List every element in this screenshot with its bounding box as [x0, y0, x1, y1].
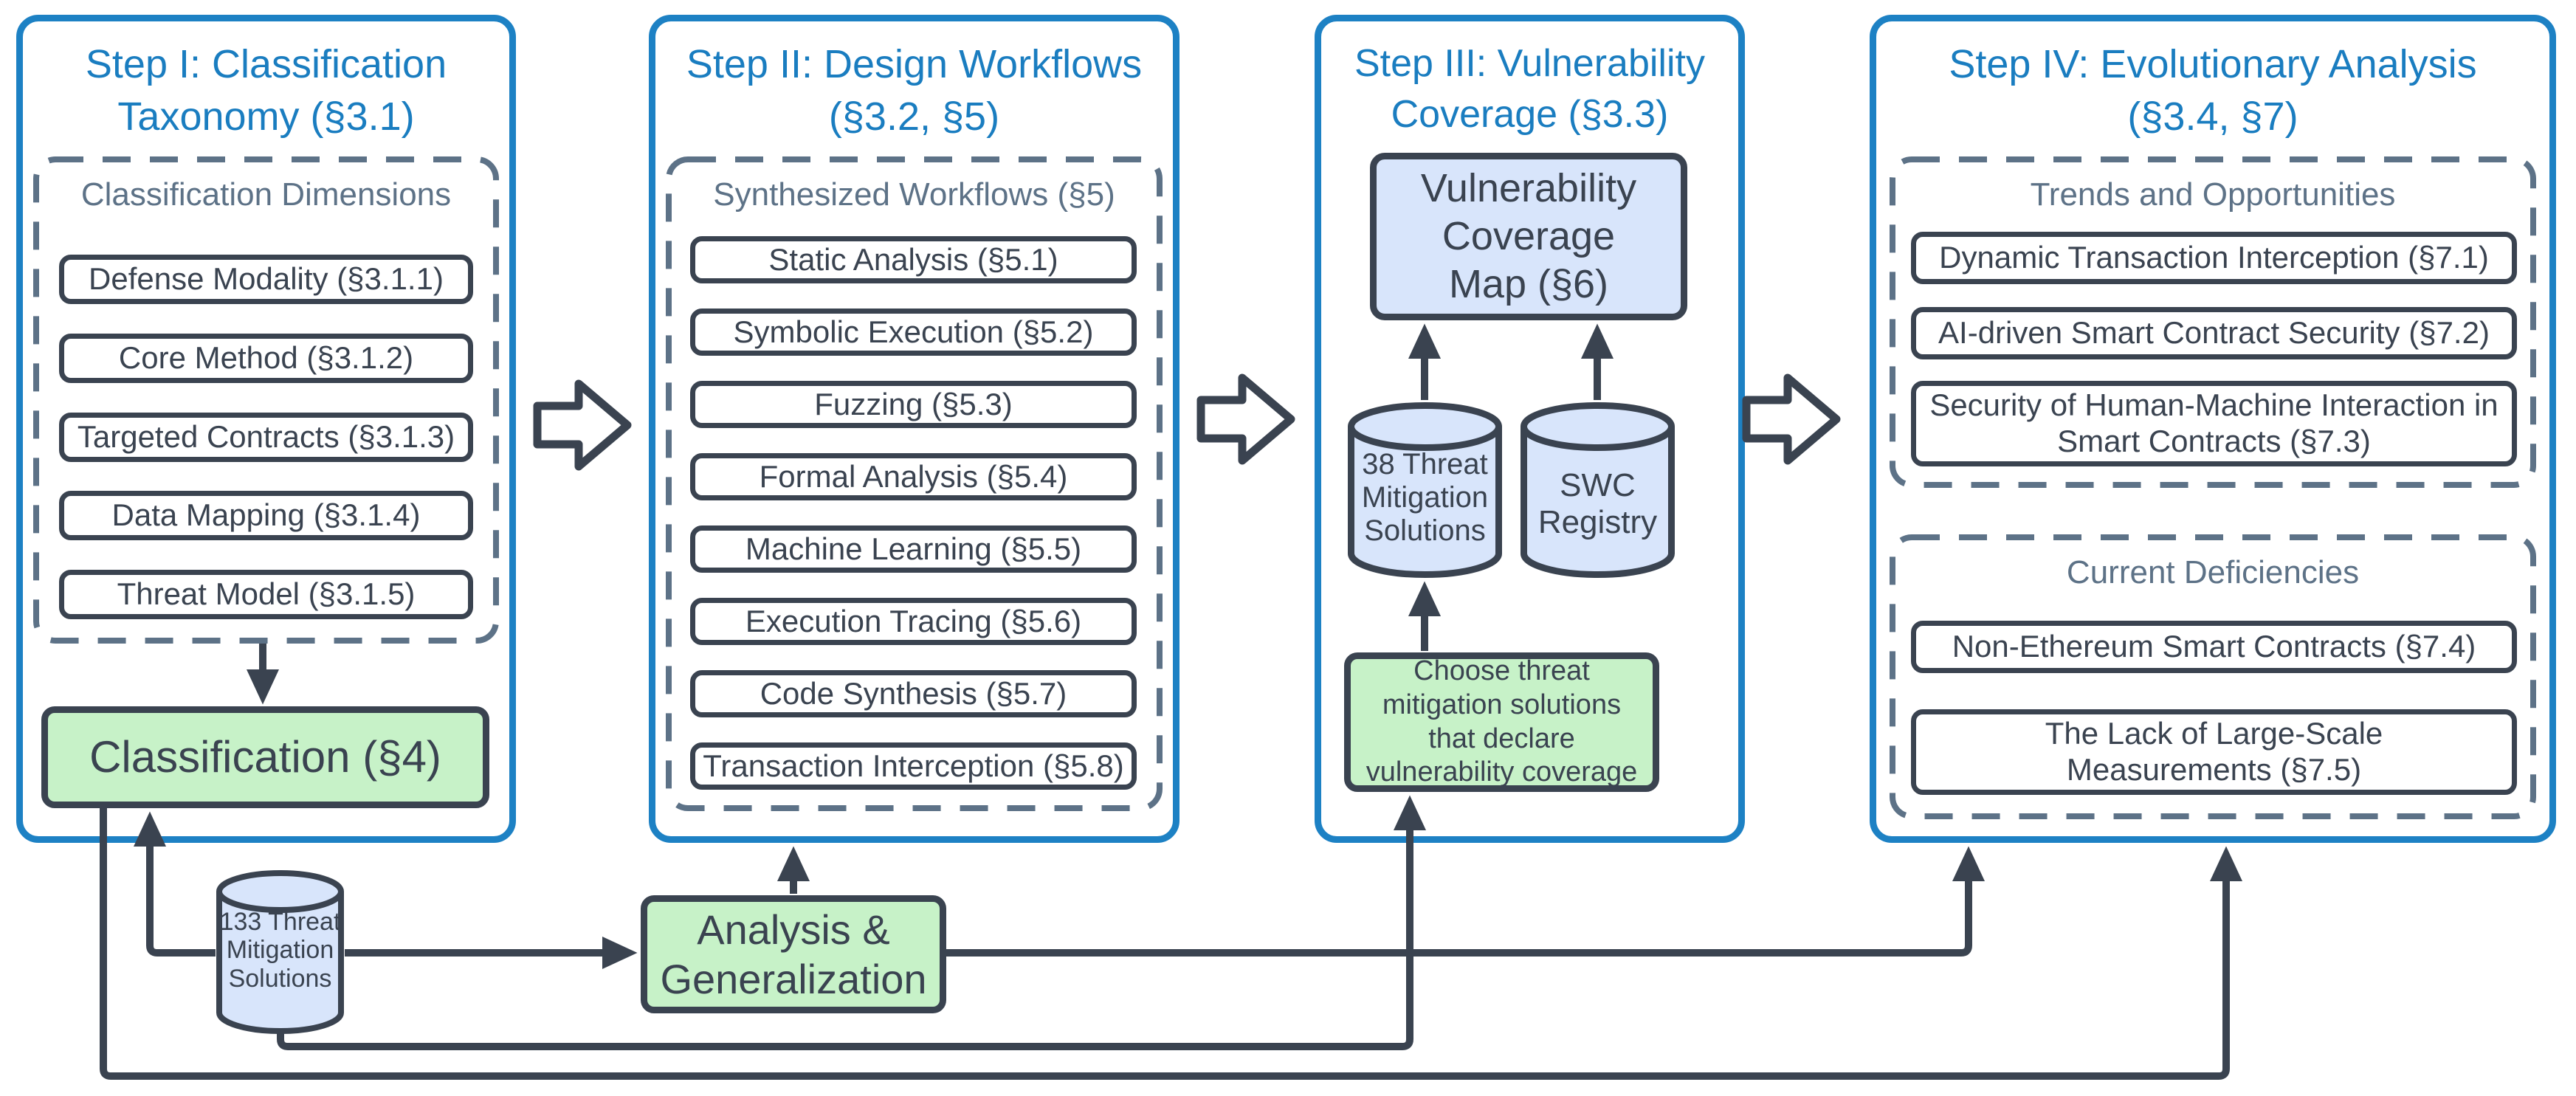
cylinder-swc-label: SWC Registry: [1537, 467, 1658, 540]
item-formal-analysis: Formal Analysis (§5.4): [690, 453, 1137, 500]
synthesized-workflows-label: Synthesized Workflows (§5): [713, 176, 1115, 213]
panel-step3-title: Step III: Vulnerability Coverage (§3.3): [1354, 42, 1705, 136]
arrow-classification-to-step4-right: [100, 808, 2242, 1080]
item-human-machine-interaction: Security of Human-Machine Interaction in…: [1911, 381, 2517, 466]
analysis-generalization-box: Analysis & Generalization: [641, 895, 946, 1013]
panel-step2-title: Step II: Design Workflows (§3.2, §5): [686, 42, 1143, 139]
cylinder-shape: [1521, 402, 1675, 578]
item-lack-large-scale: The Lack of Large-Scale Measurements (§7…: [1911, 709, 2517, 795]
arrow-analysis-to-step4-left: [946, 846, 1985, 957]
item-symbolic-execution: Symbolic Execution (§5.2): [690, 309, 1137, 356]
choose-solutions-box: Choose threat mitigation solutions that …: [1344, 652, 1659, 792]
item-transaction-interception: Transaction Interception (§5.8): [690, 742, 1137, 790]
item-static-analysis: Static Analysis (§5.1): [690, 236, 1137, 283]
block-arrow-step2-to-step3: [1196, 373, 1295, 465]
cylinder-swc-registry: SWC Registry: [1520, 402, 1676, 578]
panel-step4-title: Step IV: Evolutionary Analysis (§3.4, §7…: [1949, 42, 2477, 139]
item-targeted-contracts: Targeted Contracts (§3.1.3): [59, 413, 473, 462]
item-dynamic-transaction-interception: Dynamic Transaction Interception (§7.1): [1911, 232, 2517, 284]
cylinder-38-threat-label: 38 Threat Mitigation Solutions: [1361, 448, 1489, 548]
classification-dimensions-label: Classification Dimensions: [80, 176, 452, 213]
item-defense-modality: Defense Modality (§3.1.1): [59, 255, 473, 304]
item-data-mapping: Data Mapping (§3.1.4): [59, 491, 473, 540]
item-ai-driven-security: AI-driven Smart Contract Security (§7.2): [1911, 307, 2517, 359]
vulnerability-coverage-map-box: Vulnerability Coverage Map (§6): [1370, 153, 1687, 320]
cylinder-shape: [1348, 402, 1502, 578]
current-deficiencies-label: Current Deficiencies: [2066, 554, 2360, 590]
block-arrow-step3-to-step4: [1742, 373, 1841, 465]
arrow-cylinder133-to-classification: [134, 811, 216, 957]
cylinder-133-label: 133 Threat Mitigation Solutions: [219, 908, 341, 993]
trends-opportunities-label: Trends and Opportunities: [2030, 176, 2396, 213]
classification-box: Classification (§4): [41, 706, 489, 808]
cylinder-133-threat-solutions: 133 Threat Mitigation Solutions: [216, 869, 345, 1035]
item-core-method: Core Method (§3.1.2): [59, 334, 473, 383]
item-threat-model: Threat Model (§3.1.5): [59, 570, 473, 619]
panel-step1-title: Step I: Classification Taxonomy (§3.1): [85, 42, 447, 139]
block-arrow-step1-to-step2: [533, 379, 632, 471]
item-fuzzing: Fuzzing (§5.3): [690, 381, 1137, 428]
item-code-synthesis: Code Synthesis (§5.7): [690, 670, 1137, 717]
item-non-ethereum-contracts: Non-Ethereum Smart Contracts (§7.4): [1911, 621, 2517, 673]
item-machine-learning: Machine Learning (§5.5): [690, 525, 1137, 573]
item-execution-tracing: Execution Tracing (§5.6): [690, 598, 1137, 645]
cylinder-38-threat-solutions: 38 Threat Mitigation Solutions: [1347, 402, 1503, 578]
